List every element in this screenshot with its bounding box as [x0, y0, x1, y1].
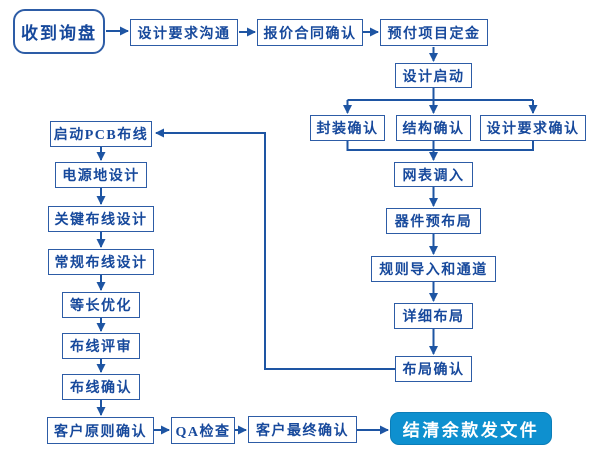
node-prepay-project-deposit: 预付项目定金	[380, 19, 488, 46]
connector-feedback	[155, 128, 395, 370]
node-label: 布线评审	[70, 340, 132, 355]
node-label: 电源地设计	[62, 169, 140, 184]
node-label: 设计要求沟通	[137, 26, 231, 42]
node-rules-import-and-channels: 规则导入和通道	[371, 256, 496, 282]
node-label: 关键布线设计	[54, 213, 148, 228]
connector	[346, 141, 534, 151]
node-label: 等长优化	[70, 299, 132, 314]
node-label: 规则导入和通道	[379, 263, 488, 278]
node-settle-balance-send-files: 结清余款发文件	[390, 412, 552, 445]
node-critical-routing-design: 关键布线设计	[48, 206, 154, 232]
node-label: 预付项目定金	[387, 26, 481, 42]
node-label: 布线确认	[70, 381, 132, 396]
node-footprint-confirmation: 封装确认	[310, 115, 385, 141]
node-power-ground-design: 电源地设计	[55, 162, 147, 188]
node-client-principle-confirmation: 客户原则确认	[47, 417, 154, 444]
node-label: 器件预布局	[394, 215, 473, 230]
node-label: 结构确认	[402, 122, 465, 137]
node-label: 设计启动	[402, 69, 465, 85]
node-client-final-confirmation: 客户最终确认	[248, 416, 357, 443]
node-label: 报价合同确认	[263, 26, 357, 42]
node-quotation-contract-confirmation: 报价合同确认	[257, 19, 363, 46]
node-label: 客户最终确认	[256, 423, 349, 439]
node-label: 布局确认	[402, 363, 465, 378]
node-general-routing-design: 常规布线设计	[48, 249, 154, 275]
node-label: 客户原则确认	[54, 424, 147, 440]
node-label: 封装确认	[316, 122, 379, 137]
node-label: 设计要求确认	[486, 122, 580, 137]
node-label: 收到询盘	[21, 24, 97, 43]
node-netlist-import: 网表调入	[394, 162, 473, 187]
node-label: 网表调入	[402, 168, 465, 184]
connector	[347, 88, 533, 101]
node-label: QA检查	[175, 424, 231, 440]
node-design-requirements-confirmation: 设计要求确认	[480, 115, 586, 141]
node-label: 启动PCB布线	[53, 128, 149, 143]
node-length-matching-optimization: 等长优化	[62, 292, 140, 318]
node-label: 详细布局	[402, 310, 465, 325]
node-structure-confirmation: 结构确认	[396, 115, 471, 141]
node-label: 常规布线设计	[54, 256, 148, 271]
node-placement-confirmation: 布局确认	[395, 356, 472, 382]
node-receive-inquiry: 收到询盘	[13, 9, 105, 54]
node-detailed-placement: 详细布局	[394, 303, 473, 329]
node-routing-review: 布线评审	[62, 333, 140, 359]
node-label: 结清余款发文件	[402, 421, 540, 440]
node-start-pcb-routing: 启动PCB布线	[50, 121, 152, 147]
node-component-pre-placement: 器件预布局	[386, 208, 481, 234]
node-design-kickoff: 设计启动	[395, 63, 472, 88]
node-routing-confirmation: 布线确认	[62, 374, 140, 400]
node-design-requirements-communication: 设计要求沟通	[130, 19, 238, 46]
node-qa-check: QA检查	[171, 417, 235, 444]
